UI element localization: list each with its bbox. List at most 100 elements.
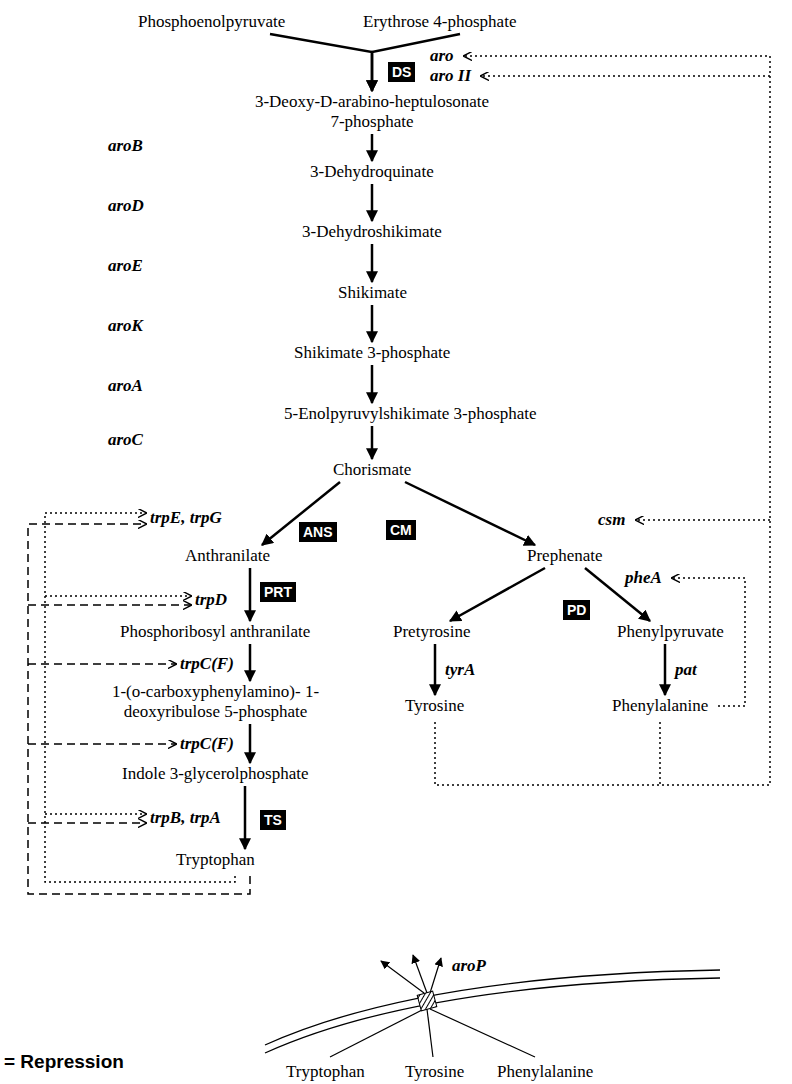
transport-line — [430, 1009, 535, 1057]
metabolite-node: 5-Enolpyruvylshikimate 3-phosphate — [282, 404, 539, 424]
repression-line — [28, 743, 176, 745]
metabolite-node: Phosphoenolpyruvate — [136, 12, 287, 32]
reaction-arrow — [249, 644, 252, 681]
metabolite-name: Tyrosine — [405, 696, 464, 716]
amino-acid-label: Tyrosine — [405, 1062, 464, 1082]
transporter-symbol — [417, 991, 437, 1011]
transport-arrow — [430, 958, 441, 993]
metabolite-name: Anthranilate — [185, 546, 270, 566]
enzyme-label: PRT — [264, 584, 292, 600]
feedback-line — [45, 595, 191, 597]
enzyme-box: PRT — [260, 582, 296, 602]
reaction-arrow — [371, 426, 374, 459]
gene-label: aroE — [108, 256, 143, 276]
metabolite-name: Phenylpyruvate — [617, 622, 724, 642]
enzyme-box: CM — [386, 520, 416, 540]
metabolite-name: Phenylalanine — [612, 696, 708, 716]
enzyme-label: PD — [567, 602, 586, 618]
gene-label: trpD — [195, 590, 227, 610]
membrane — [265, 978, 720, 1053]
metabolite-name: 5-Enolpyruvylshikimate 3-phosphate — [284, 404, 537, 424]
metabolite-node: Erythrose 4-phosphate — [361, 12, 518, 32]
metabolite-node: Tryptophan — [174, 850, 257, 870]
gene-label: aroD — [108, 196, 144, 216]
enzyme-label: TS — [264, 812, 282, 828]
enzyme-box: TS — [260, 810, 286, 830]
reaction-arrow — [371, 184, 374, 221]
transport-line — [330, 1009, 424, 1057]
metabolite-name: 1-(o-carboxyphenylamino)- 1-deoxyribulos… — [108, 682, 323, 722]
metabolite-name: Shikimate 3-phosphate — [294, 343, 450, 363]
feedback-line — [636, 519, 770, 521]
membrane — [265, 970, 720, 1045]
metabolite-node: Indole 3-glycerolphosphate — [120, 764, 310, 784]
metabolite-node: Phenylpyruvate — [615, 622, 726, 642]
gene-label: aroK — [108, 316, 143, 336]
metabolite-name: Phosphoenolpyruvate — [138, 12, 285, 32]
reaction-arrow — [434, 644, 437, 695]
gene-label: aroB — [108, 136, 143, 156]
reaction-arrow — [244, 786, 247, 849]
metabolite-node: 3-Dehydroshikimate — [300, 222, 444, 242]
reaction-arrow — [262, 482, 340, 545]
metabolite-name: 3-Dehydroshikimate — [302, 222, 442, 242]
metabolite-node: 3-Deoxy-D-arabino-heptulosonate 7-phosph… — [251, 92, 493, 132]
reaction-arrow — [249, 724, 252, 763]
metabolite-name: Chorismate — [333, 460, 411, 480]
enzyme-box: ANS — [299, 522, 337, 542]
enzyme-box: DS — [388, 62, 415, 82]
metabolite-node: 3-Dehydroquinate — [308, 162, 436, 182]
metabolite-name: Tryptophan — [176, 850, 255, 870]
gene-label: trpC(F) — [180, 734, 234, 754]
metabolite-name: 3-Dehydroquinate — [310, 162, 434, 182]
gene-label: csm — [598, 510, 625, 530]
gene-label: trpE, trpG — [150, 508, 222, 528]
metabolite-name: Pretyrosine — [393, 622, 470, 642]
amino-acid-label: Phenylalanine — [497, 1062, 593, 1082]
metabolite-node: Anthranilate — [183, 546, 272, 566]
reaction-arrow — [405, 482, 535, 545]
reaction-arrow — [371, 134, 374, 161]
gene-label: aro II — [430, 66, 471, 86]
gene-label: pat — [675, 660, 697, 680]
feedback-line — [481, 75, 770, 77]
reaction-arrow — [371, 305, 374, 342]
amino-acid-label: Tryptophan — [286, 1062, 365, 1082]
gene-label: aroP — [452, 956, 486, 976]
gene-label: trpB, trpA — [150, 808, 221, 828]
metabolite-node: 1-(o-carboxyphenylamino)- 1-deoxyribulos… — [106, 682, 325, 722]
enzyme-label: CM — [390, 522, 412, 538]
metabolite-name: Indole 3-glycerolphosphate — [122, 764, 308, 784]
feedback-line — [659, 722, 661, 785]
reaction-arrow — [249, 568, 252, 621]
metabolite-node: Prephenate — [525, 546, 605, 566]
legend-text: = Repression — [4, 1051, 124, 1072]
gene-label: pheA — [625, 568, 662, 588]
metabolite-node: Shikimate 3-phosphate — [292, 343, 452, 363]
gene-label: aroC — [108, 430, 143, 450]
transport-line — [427, 1009, 433, 1057]
repression-line — [28, 663, 176, 665]
metabolite-name: 3-Deoxy-D-arabino-heptulosonate 7-phosph… — [253, 92, 491, 132]
metabolite-name: Shikimate — [338, 283, 407, 303]
metabolite-node: Phenylalanine — [610, 696, 710, 716]
metabolite-node: Phosphoribosyl anthranilate — [118, 622, 312, 642]
metabolite-name: Erythrose 4-phosphate — [363, 12, 516, 32]
feedback-line — [45, 813, 146, 815]
reaction-arrow — [270, 34, 372, 91]
feedback-line — [672, 578, 745, 706]
reaction-arrow — [450, 568, 545, 621]
repression-line — [28, 822, 146, 824]
enzyme-box: PD — [563, 600, 590, 620]
gene-label: aro — [430, 46, 454, 66]
gene-label: aroA — [108, 376, 143, 396]
transport-arrow — [413, 955, 427, 993]
gene-label: tyrA — [445, 660, 475, 680]
legend-item: = Repression — [4, 1051, 124, 1073]
gene-label: trpC(F) — [180, 654, 234, 674]
metabolite-name: Phosphoribosyl anthranilate — [120, 622, 310, 642]
metabolite-node: Shikimate — [336, 283, 409, 303]
enzyme-label: DS — [392, 64, 411, 80]
metabolite-node: Tyrosine — [403, 696, 466, 716]
enzyme-label: ANS — [303, 524, 333, 540]
